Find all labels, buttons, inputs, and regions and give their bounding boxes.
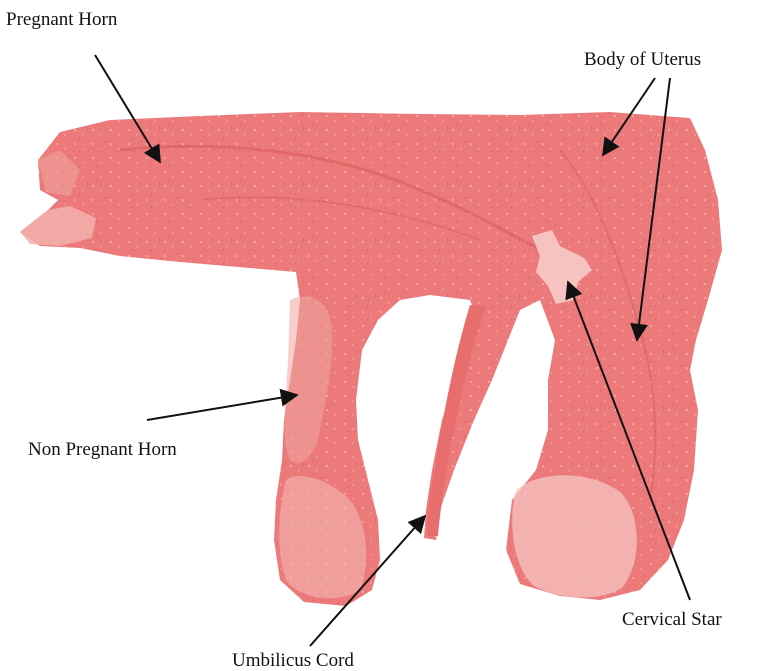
label-cervical-star: Cervical Star — [622, 610, 722, 629]
label-umbilical-cord: Umbilicus Cord — [232, 651, 354, 670]
label-non-pregnant-horn: Non Pregnant Horn — [28, 440, 177, 459]
label-body-of-uterus: Body of Uterus — [584, 50, 701, 69]
uterus-specimen — [20, 112, 722, 606]
arrow-non-pregnant-horn — [147, 395, 297, 420]
cervix-bulb — [512, 475, 637, 597]
label-pregnant-horn: Pregnant Horn — [6, 10, 117, 29]
